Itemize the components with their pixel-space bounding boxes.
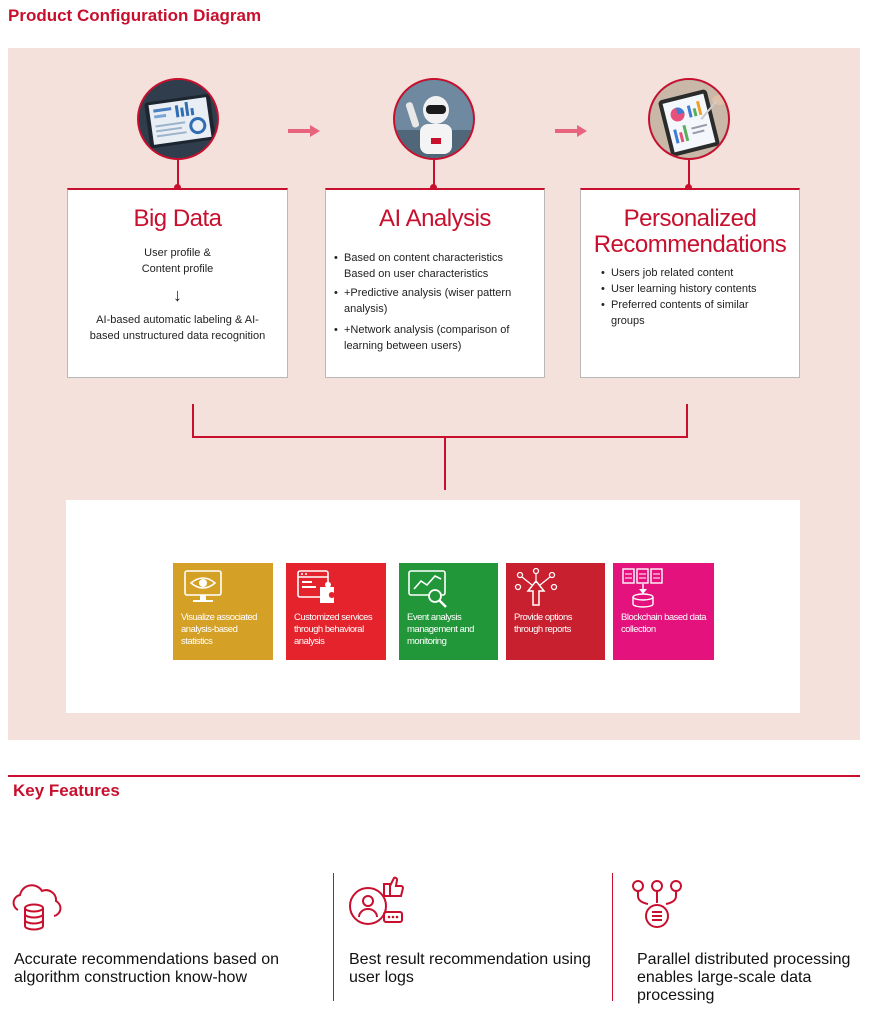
cloud-database-icon — [12, 884, 62, 931]
connector-line — [192, 404, 194, 438]
ai-analysis-card: AI Analysis Based on content characteris… — [325, 188, 545, 378]
feature-text: Best result recommendation using user lo… — [349, 951, 591, 986]
service-label: Provide options through reports — [514, 612, 572, 635]
big-data-dot — [174, 184, 181, 191]
service-tile-reports: Provide options through reports — [506, 563, 605, 660]
ai-analysis-dot — [430, 184, 437, 191]
user-thumbs-up-icon — [349, 876, 404, 925]
recommendations-dot — [685, 184, 692, 191]
chart-magnifier-icon — [408, 570, 447, 608]
feature-divider — [333, 873, 334, 1001]
recommendations-list: Users job related content User learning … — [599, 265, 785, 329]
connector-line — [192, 436, 688, 438]
recommendations-connector — [688, 160, 690, 188]
big-data-card: Big Data User profile & Content profile … — [67, 188, 288, 378]
key-features-divider — [8, 775, 860, 777]
service-tile-blockchain: Blockchain based data collection — [613, 563, 714, 660]
tablet-charts-image — [650, 80, 728, 158]
service-label: Customized services through behavioral a… — [294, 612, 373, 647]
service-label: Event analysis management and monitoring — [407, 612, 474, 647]
ai-analysis-photo — [393, 78, 475, 160]
service-label: Visualize associated analysis-based stat… — [181, 612, 257, 647]
bullet-sub: Based on user characteristics — [344, 268, 489, 280]
big-data-profiles: User profile & Content profile — [68, 245, 287, 277]
bullet-main: +Network analysis (comparison of learnin… — [344, 324, 510, 352]
title-line: Personalized — [623, 205, 757, 232]
browser-puzzle-icon — [297, 570, 334, 603]
profile-line: User profile & — [144, 247, 211, 259]
list-item: Preferred contents of similar groups — [599, 297, 785, 329]
monitor-eye-icon — [184, 570, 222, 602]
down-arrow-icon: ↓ — [173, 285, 182, 305]
feature-divider — [612, 873, 613, 1001]
feature-text: Accurate recommendations based on algori… — [14, 951, 280, 986]
ai-analysis-list: Based on content characteristics Based o… — [332, 250, 530, 354]
recommendations-photo — [648, 78, 730, 160]
list-item: Based on content characteristics Based o… — [332, 250, 530, 282]
distributed-nodes-icon — [632, 880, 682, 928]
big-data-photo — [137, 78, 219, 160]
service-tile-statistics: Visualize associated analysis-based stat… — [173, 563, 273, 660]
network-arrow-icon — [514, 567, 558, 606]
service-tile-event: Event analysis management and monitoring — [399, 563, 498, 660]
title-line: Recommendations — [593, 231, 787, 258]
tablet-dashboard-image — [139, 80, 217, 158]
flow-arrow-icon — [288, 125, 320, 137]
list-item: +Network analysis (comparison of learnin… — [332, 322, 530, 354]
service-tile-customized: Customized services through behavioral a… — [286, 563, 386, 660]
bullet-main: +Predictive analysis (wiser pattern anal… — [344, 287, 512, 315]
list-item: Users job related content — [599, 265, 785, 281]
documents-database-icon — [622, 568, 663, 608]
profile-line: Content profile — [141, 263, 214, 275]
big-data-connector — [177, 160, 179, 188]
big-data-footer: AI-based automatic labeling & AI-based u… — [89, 314, 266, 342]
list-item: User learning history contents — [599, 281, 785, 297]
connector-line — [686, 404, 688, 438]
list-item: +Predictive analysis (wiser pattern anal… — [332, 285, 530, 317]
feature-text: Parallel distributed processing enables … — [637, 951, 851, 1004]
connector-line — [444, 436, 446, 490]
ai-analysis-title: AI Analysis — [379, 205, 491, 232]
page-title: Product Configuration Diagram — [8, 6, 262, 25]
ai-analysis-connector — [433, 160, 435, 188]
big-data-title: Big Data — [133, 205, 222, 232]
bullet-main: Based on content characteristics — [344, 252, 503, 264]
robot-image — [395, 80, 473, 158]
flow-arrow-icon — [555, 125, 587, 137]
recommendations-card: Personalized Recommendations Users job r… — [580, 188, 800, 378]
recommendations-title: Personalized Recommendations — [581, 206, 799, 258]
service-label: Blockchain based data collection — [621, 612, 707, 635]
key-features-title: Key Features — [13, 781, 120, 800]
